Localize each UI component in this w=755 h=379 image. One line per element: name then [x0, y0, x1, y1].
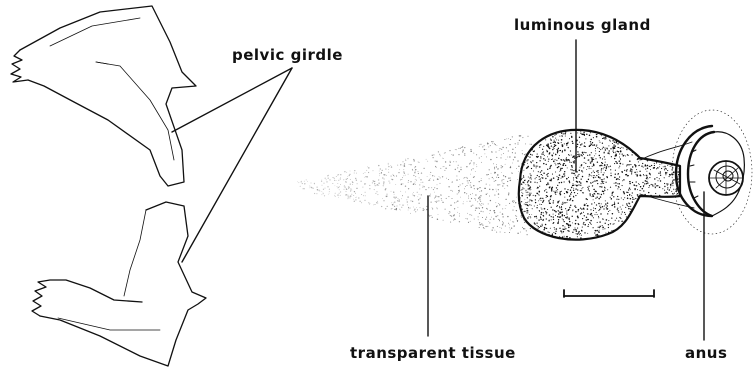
- anus-structure: [640, 110, 752, 234]
- transparent-tissue-stipple: [297, 135, 533, 235]
- anus-label: anus: [685, 344, 727, 362]
- anus-spiral: [709, 161, 743, 195]
- luminous-gland-label: luminous gland: [514, 16, 651, 34]
- scale-bar: [564, 290, 654, 297]
- pelvic-girdle-label: pelvic girdle: [232, 46, 343, 64]
- pelvic-girdle-upper-bone: [11, 6, 196, 186]
- luminous-gland: [519, 130, 681, 240]
- pelvic-girdle-lower-bone: [32, 202, 206, 366]
- pelvic-girdle-leader-lines: [172, 68, 292, 262]
- transparent-tissue-label: transparent tissue: [350, 344, 516, 362]
